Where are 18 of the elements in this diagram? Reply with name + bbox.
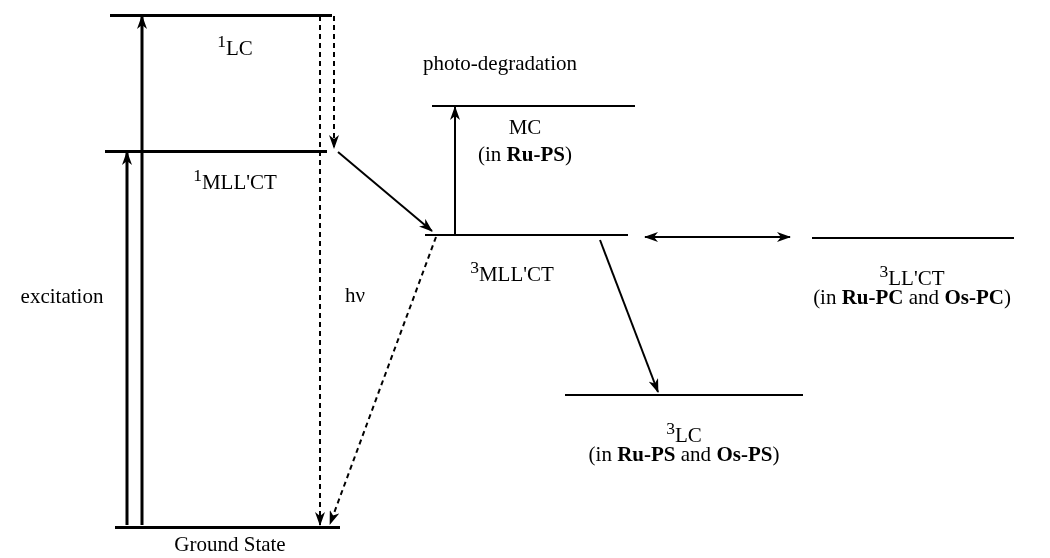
state-label: $^{3}$MLL'CT — [470, 256, 554, 287]
state-label: $^{1}$MLL'CT — [193, 164, 277, 195]
arrow — [122, 151, 132, 525]
arrow — [137, 15, 147, 525]
arrow — [337, 151, 433, 232]
state-label: Ground State — [174, 532, 286, 557]
state-note: (in Ru-PS) — [478, 142, 572, 167]
annotation-text: photo-degradation — [423, 51, 577, 76]
edge-label: hν — [345, 283, 365, 308]
arrow — [450, 106, 460, 235]
dashed-arrow — [329, 15, 339, 149]
state-label: $^{1}$LC — [217, 30, 253, 61]
dashed-arrow — [329, 236, 437, 525]
annotation-text: excitation — [20, 284, 104, 309]
dashed-arrow — [315, 15, 325, 526]
double-headed-arrow — [644, 232, 791, 242]
arrow — [599, 239, 659, 393]
state-label: MC — [508, 115, 542, 140]
